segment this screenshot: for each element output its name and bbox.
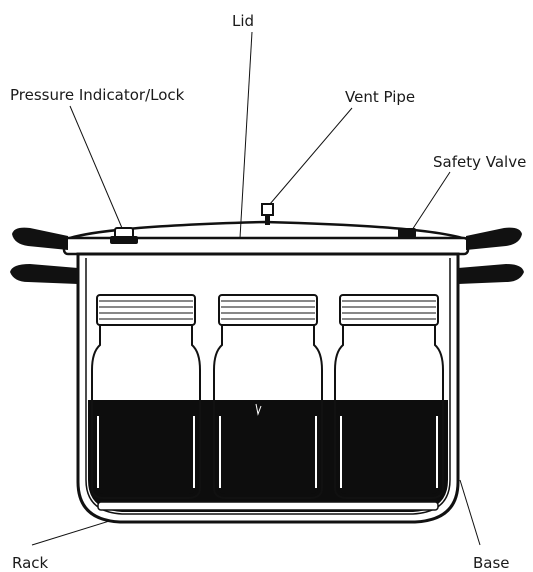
- jar-right: [334, 294, 444, 499]
- label-rack: Rack: [12, 554, 49, 572]
- leader-lid: [239, 31, 253, 239]
- pressure-indicator-base: [110, 236, 138, 244]
- label-base: Base: [473, 554, 510, 572]
- label-pressure-indicator: Pressure Indicator/Lock: [10, 86, 185, 104]
- right-upper-handle: [466, 227, 522, 250]
- label-lid: Lid: [232, 12, 255, 30]
- leader-vent: [269, 107, 353, 205]
- left-upper-handle: [12, 227, 68, 250]
- pot-inner-wall: [85, 258, 451, 515]
- right-lower-handle: [458, 264, 524, 284]
- jar-middle-lid: [218, 294, 318, 326]
- vent-pipe-cap: [261, 203, 274, 216]
- leader-safety: [411, 171, 451, 231]
- vent-pipe-stem: [265, 215, 270, 225]
- leader-pressure: [69, 105, 123, 229]
- safety-valve: [398, 228, 416, 238]
- jar-left: [91, 294, 201, 499]
- jar-right-body: [334, 324, 444, 499]
- jar-middle-body: [213, 324, 323, 499]
- jar-middle: [213, 294, 323, 499]
- jar-right-lid: [339, 294, 439, 326]
- rack: [97, 501, 439, 511]
- leader-base: [459, 479, 481, 546]
- jar-left-body: [91, 324, 201, 499]
- left-lower-handle: [10, 264, 78, 284]
- jar-left-lid: [96, 294, 196, 326]
- label-safety-valve: Safety Valve: [433, 153, 527, 171]
- label-vent-pipe: Vent Pipe: [345, 88, 416, 106]
- leader-lines: [31, 31, 481, 546]
